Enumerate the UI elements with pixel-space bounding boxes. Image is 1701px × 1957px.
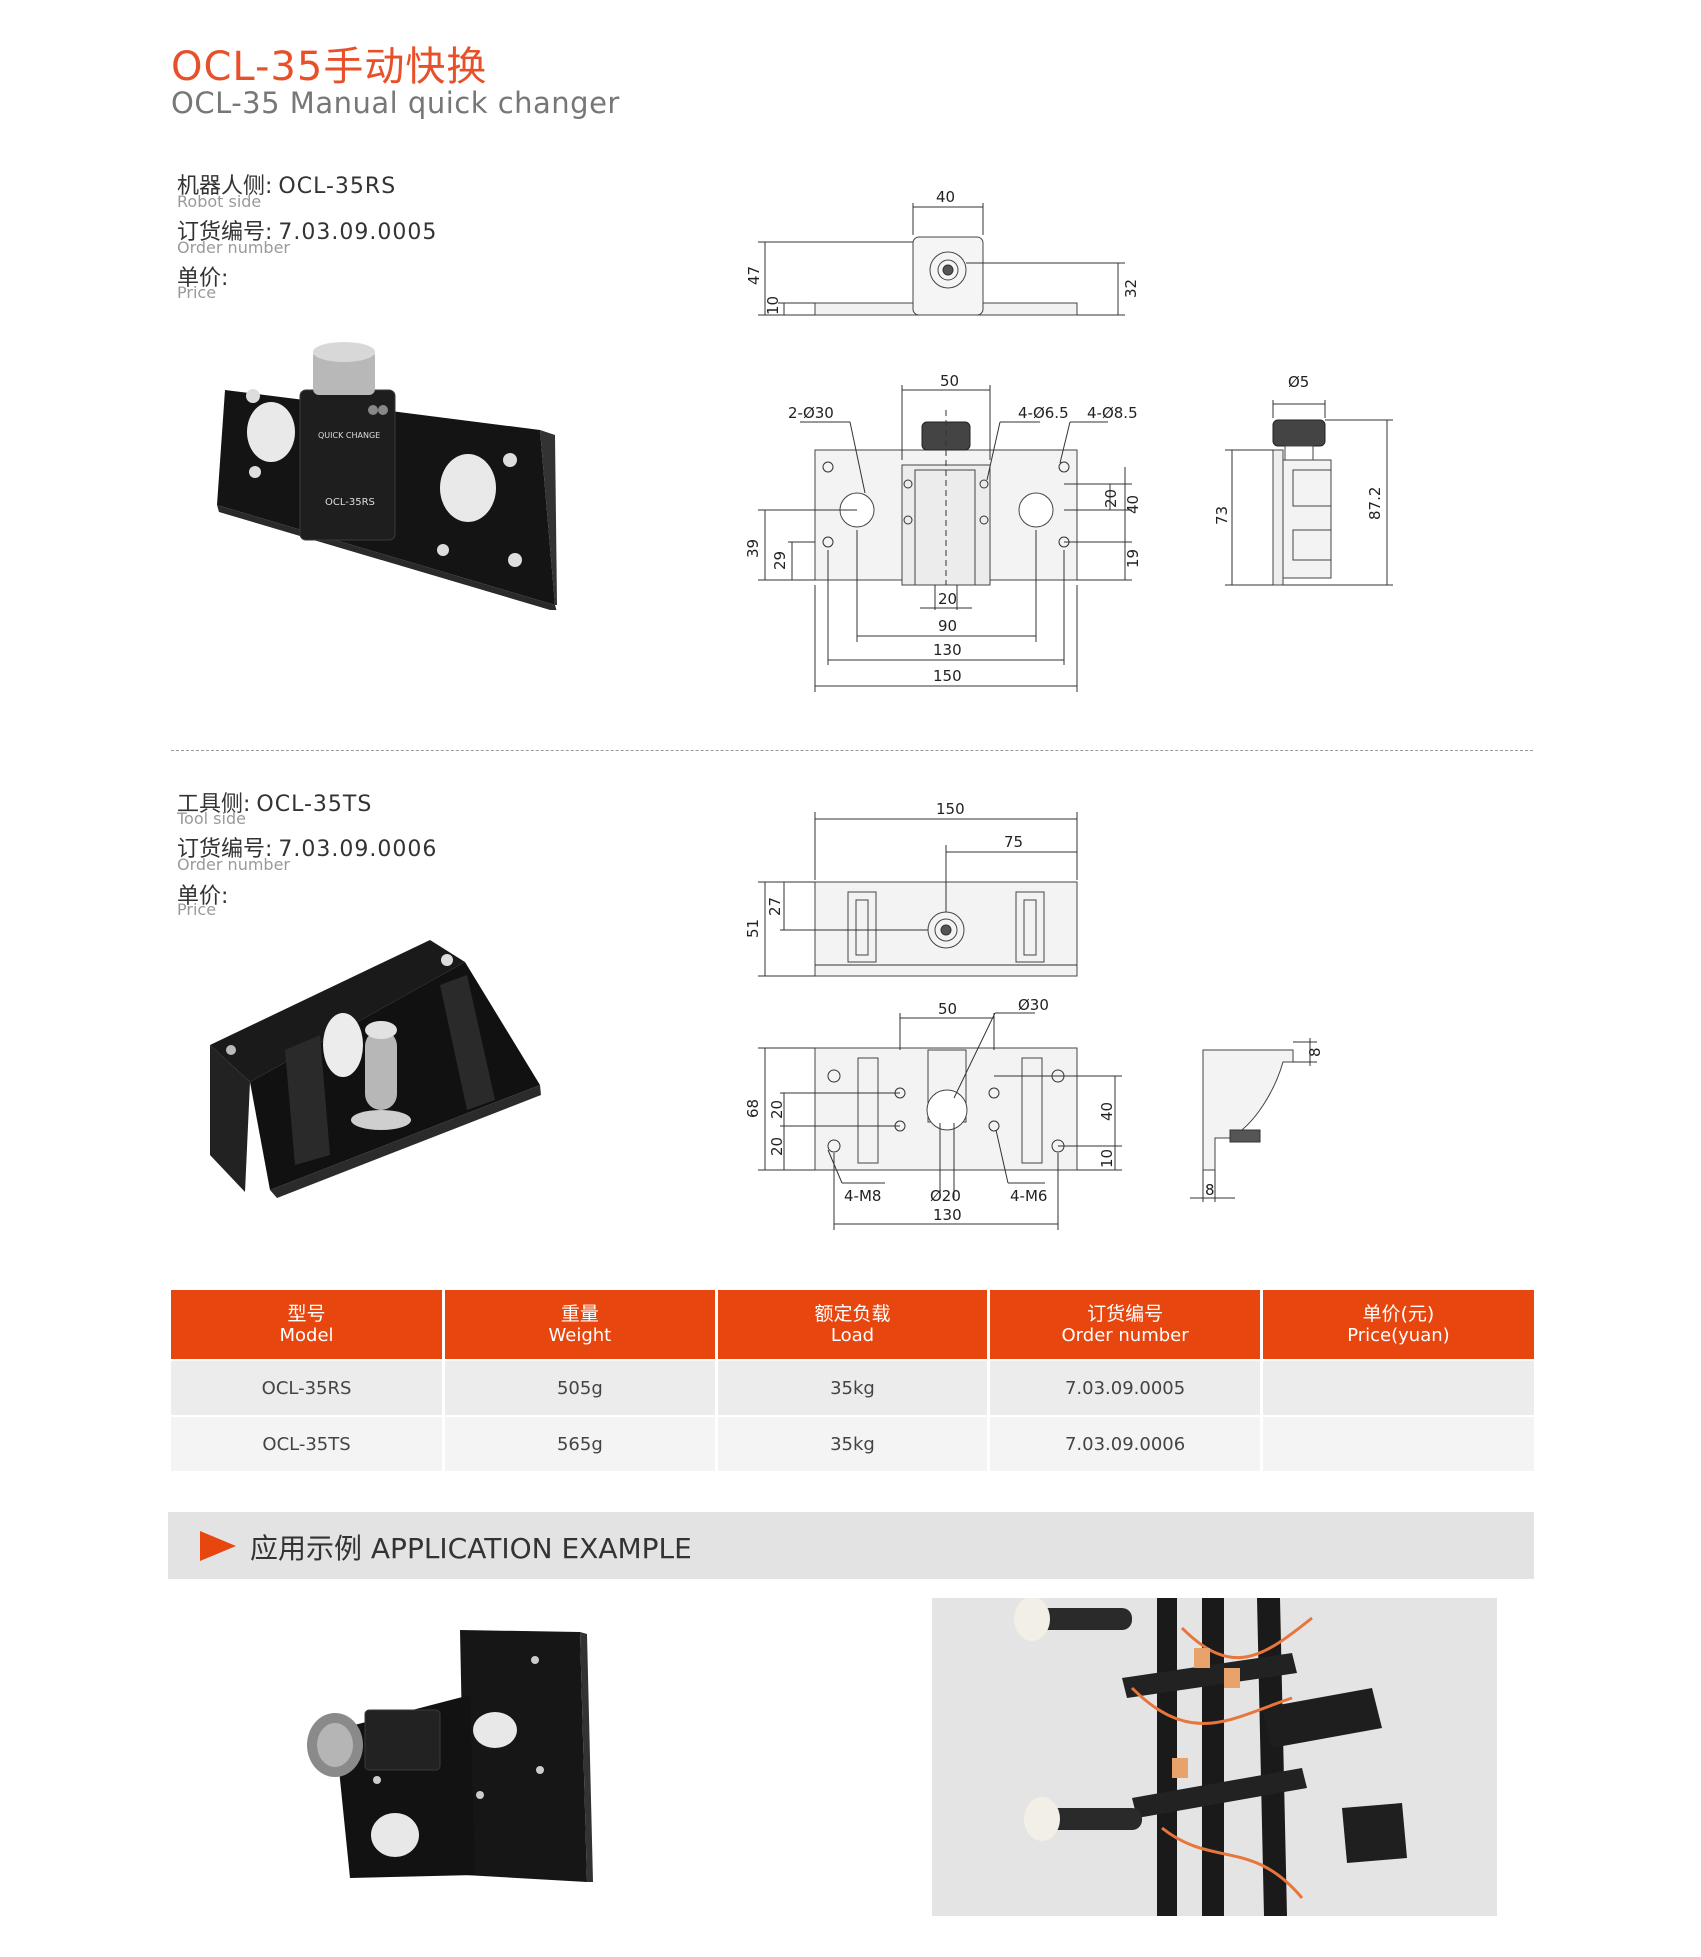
ts-top-dim-27: 27 xyxy=(766,897,784,916)
tool-side-product-image xyxy=(210,940,541,1198)
ts-front-drawing: 50 Ø30 68 20 20 40 10 4-M8 Ø20 4-M6 130 xyxy=(744,998,1122,1230)
rs-side-dim-87: 87.2 xyxy=(1366,487,1384,520)
application-header: 应用示例 APPLICATION EXAMPLE xyxy=(168,1512,1534,1579)
ts-front-m6: 4-M6 xyxy=(1010,1187,1047,1205)
cell-price xyxy=(1261,1359,1534,1416)
ts-top-dim-75: 75 xyxy=(1004,833,1023,851)
rs-front-dim-19: 19 xyxy=(1124,549,1142,568)
application-photo-right xyxy=(932,1598,1497,1916)
rs-top-dim-40: 40 xyxy=(936,188,955,206)
ts-front-dim-20a: 20 xyxy=(768,1100,786,1119)
rs-front-dim-40: 40 xyxy=(1124,495,1142,514)
robot-price-label-en: Price xyxy=(177,283,217,302)
rs-side-drawing: Ø5 73 87.2 xyxy=(1215,373,1393,586)
robot-side-model: OCL-35RS xyxy=(278,174,397,199)
rs-front-dim-50: 50 xyxy=(940,372,959,390)
tool-side-label: 工具侧:OCL-35TS xyxy=(177,792,373,817)
rs-side-dim-5: Ø5 xyxy=(1288,373,1309,391)
rs-front-dim-39: 39 xyxy=(744,539,762,558)
tool-side-label-en: Tool side xyxy=(177,809,246,828)
ts-side-dim-8a: 8 xyxy=(1306,1047,1324,1057)
cell-weight: 565g xyxy=(443,1415,718,1471)
robot-order-label-en: Order number xyxy=(177,238,290,257)
ts-front-dim-10: 10 xyxy=(1098,1149,1116,1168)
rs-front-dim-130: 130 xyxy=(933,641,962,659)
ts-side-drawing: 8 8 xyxy=(1190,1038,1324,1202)
rs-side-dim-73: 73 xyxy=(1215,506,1231,525)
robot-price-label: 单价: xyxy=(177,266,229,291)
rs-front-dim-20w: 20 xyxy=(938,590,957,608)
ts-front-dim-68: 68 xyxy=(744,1099,762,1118)
rs-front-holes-65: 4-Ø6.5 xyxy=(1018,404,1069,422)
cell-weight: 505g xyxy=(443,1359,718,1416)
tool-price-label-en: Price xyxy=(177,900,217,919)
ts-front-dim-40: 40 xyxy=(1098,1102,1116,1121)
rs-top-dim-47: 47 xyxy=(745,266,763,285)
robot-order-label: 订货编号:7.03.09.0005 xyxy=(177,220,438,245)
ts-front-dim-30: Ø30 xyxy=(1018,998,1049,1014)
rs-top-dim-10: 10 xyxy=(764,296,782,315)
ts-top-drawing: 150 75 51 27 xyxy=(744,800,1078,977)
col-price: 单价(元)Price(yuan) xyxy=(1261,1290,1534,1360)
rs-top-drawing: 40 47 10 32 xyxy=(745,188,1140,316)
tool-order-label: 订货编号:7.03.09.0006 xyxy=(177,837,438,862)
tool-order-label-en: Order number xyxy=(177,855,290,874)
ts-front-dim-130: 130 xyxy=(933,1206,962,1224)
cell-order-number: 7.03.09.0006 xyxy=(988,1415,1263,1471)
robot-side-product-image: QUICK CHANGE OCL-35RS xyxy=(217,342,557,610)
ts-top-dim-51: 51 xyxy=(744,919,762,938)
page-subtitle: OCL-35 Manual quick changer xyxy=(171,86,620,120)
table-row: OCL-35TS 565g 35kg 7.03.09.0006 xyxy=(171,1415,1534,1471)
application-photo-left xyxy=(307,1630,593,1882)
ts-front-dim-20b: 20 xyxy=(768,1137,786,1156)
tool-price-label: 单价: xyxy=(177,884,229,909)
ts-side-dim-8b: 8 xyxy=(1205,1181,1215,1199)
application-title: 应用示例 APPLICATION EXAMPLE xyxy=(250,1532,692,1565)
rs-front-holes-30: 2-Ø30 xyxy=(788,404,834,422)
rs-front-dim-29: 29 xyxy=(771,551,789,570)
cell-order-number: 7.03.09.0005 xyxy=(988,1359,1263,1416)
cell-model: OCL-35RS xyxy=(171,1359,446,1416)
rs-product-model: OCL-35RS xyxy=(325,497,375,508)
robot-order-number: 7.03.09.0005 xyxy=(278,220,438,245)
section-divider xyxy=(171,750,1533,751)
rs-front-drawing: 50 2-Ø30 4-Ø6.5 4-Ø8.5 39 29 20 40 19 20… xyxy=(744,372,1142,692)
play-arrow-icon xyxy=(200,1531,236,1561)
robot-side-label-en: Robot side xyxy=(177,192,262,211)
rs-front-holes-85: 4-Ø8.5 xyxy=(1087,404,1138,422)
rs-top-dim-32: 32 xyxy=(1122,279,1140,298)
rs-front-dim-150: 150 xyxy=(933,667,962,685)
robot-side-label: 机器人侧:OCL-35RS xyxy=(177,174,397,199)
ts-front-dim-50: 50 xyxy=(938,1000,957,1018)
cell-price xyxy=(1261,1415,1534,1471)
tool-side-model: OCL-35TS xyxy=(256,792,373,817)
ts-front-m8: 4-M8 xyxy=(844,1187,881,1205)
tool-order-number: 7.03.09.0006 xyxy=(278,837,438,862)
rs-front-dim-90: 90 xyxy=(938,617,957,635)
ts-front-dim-20d: Ø20 xyxy=(930,1187,961,1205)
page-title: OCL-35手动快换 xyxy=(171,44,488,90)
cell-model: OCL-35TS xyxy=(171,1415,446,1471)
ts-top-dim-150: 150 xyxy=(936,800,965,818)
table-row: OCL-35RS 505g 35kg 7.03.09.0005 xyxy=(171,1359,1534,1416)
cell-load: 35kg xyxy=(716,1415,991,1471)
cell-load: 35kg xyxy=(716,1359,991,1416)
rs-front-dim-20: 20 xyxy=(1102,489,1120,508)
rs-product-label: QUICK CHANGE xyxy=(318,431,380,440)
